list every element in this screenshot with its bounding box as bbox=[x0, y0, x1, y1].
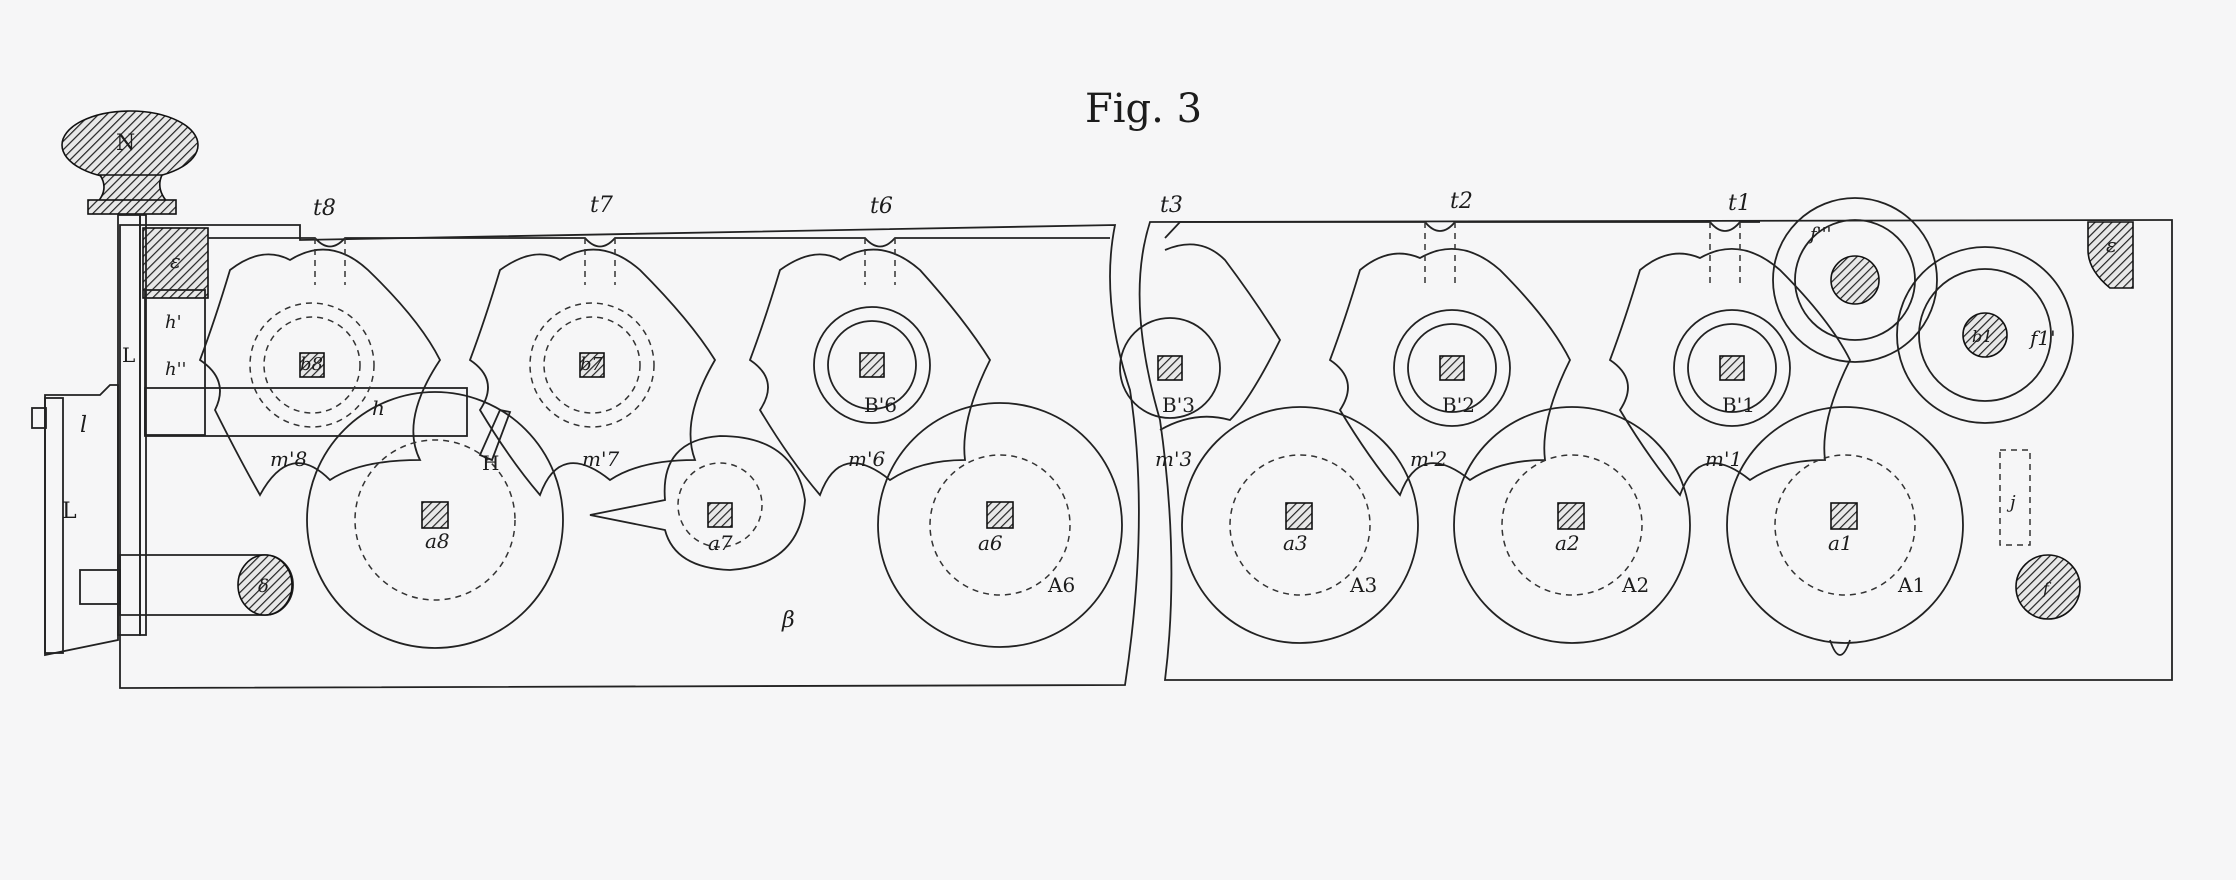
drum-segments-right bbox=[1159, 243, 1852, 497]
pin-f bbox=[2015, 554, 2081, 620]
top-rack-right bbox=[1164, 221, 1760, 239]
label-a3: a3 bbox=[1283, 531, 1308, 555]
knob-collar bbox=[87, 199, 177, 215]
slider-block bbox=[144, 289, 206, 436]
label-a8: a8 bbox=[425, 529, 450, 553]
label-h-prime: h' bbox=[165, 312, 182, 333]
dashed-connectors bbox=[314, 222, 1741, 285]
small-gear-b3 bbox=[1119, 317, 1221, 419]
label-t7: t7 bbox=[590, 193, 613, 218]
label-f1dp: f''' bbox=[1808, 224, 1832, 245]
label-j: j bbox=[2006, 492, 2016, 513]
label-e-left: ε bbox=[170, 249, 181, 273]
label-f1p: f1' bbox=[2028, 326, 2056, 350]
wheel-a8 bbox=[306, 391, 564, 649]
wheel-a2 bbox=[1453, 406, 1691, 644]
wheel-a6 bbox=[877, 402, 1123, 648]
label-B2: B'2 bbox=[1442, 393, 1475, 417]
label-b-small: b1 bbox=[1972, 327, 1992, 346]
roller-shaft bbox=[79, 569, 121, 605]
label-a6: a6 bbox=[978, 531, 1003, 555]
label-m1: m'1 bbox=[1705, 447, 1742, 471]
wheel-a3 bbox=[1181, 406, 1419, 644]
bracket-lower bbox=[44, 384, 119, 657]
label-delta-left: δ bbox=[258, 576, 269, 597]
pin-l bbox=[31, 407, 47, 429]
label-B1: B'1 bbox=[1722, 393, 1755, 417]
bracket-bar bbox=[44, 397, 64, 654]
label-a7: a7 bbox=[708, 531, 733, 555]
small-gear-b8 bbox=[249, 302, 375, 428]
label-beta: β bbox=[781, 608, 795, 633]
drum-segments-left bbox=[198, 248, 992, 497]
label-m2: m'2 bbox=[1410, 447, 1447, 471]
label-a1: a1 bbox=[1828, 531, 1853, 555]
label-a2: a2 bbox=[1555, 531, 1580, 555]
label-knob: N bbox=[116, 131, 135, 156]
label-t3: t3 bbox=[1160, 193, 1183, 218]
top-rack bbox=[208, 237, 1110, 248]
label-B6: B'6 bbox=[864, 393, 897, 417]
lever-rod bbox=[117, 214, 141, 636]
lever-rod-right bbox=[139, 214, 147, 636]
label-H: H bbox=[482, 451, 499, 475]
label-t6: t6 bbox=[870, 194, 893, 219]
label-m3: m'3 bbox=[1155, 447, 1192, 471]
label-h-dprime: h'' bbox=[165, 359, 187, 380]
label-A2: A2 bbox=[1621, 573, 1649, 597]
label-A3: A3 bbox=[1349, 573, 1377, 597]
label-h-bar: h bbox=[372, 396, 385, 420]
corner-block-right bbox=[2087, 221, 2134, 289]
wheel-a7 bbox=[589, 435, 806, 571]
gear-f-dprime bbox=[1772, 197, 1938, 363]
corner-block-left bbox=[142, 227, 209, 299]
figure-title: Fig. 3 bbox=[1085, 86, 1202, 132]
label-lever-lower: L bbox=[62, 499, 77, 524]
label-t2: t2 bbox=[1450, 189, 1473, 214]
label-lever-upper: L bbox=[122, 343, 135, 367]
lever-H bbox=[478, 408, 512, 462]
label-t8: t8 bbox=[313, 196, 336, 221]
label-m8: m'8 bbox=[270, 447, 307, 471]
label-m6: m'6 bbox=[848, 447, 885, 471]
label-m7: m'7 bbox=[582, 447, 619, 471]
label-b7: b7 bbox=[580, 354, 604, 375]
label-B3: B'3 bbox=[1162, 393, 1195, 417]
small-gear-b6 bbox=[813, 306, 931, 424]
label-A1: A1 bbox=[1897, 573, 1925, 597]
right-plate bbox=[1138, 219, 2173, 681]
dashed-box-j bbox=[1999, 449, 2031, 546]
label-e-right: ε bbox=[2106, 233, 2117, 257]
small-gear-b1 bbox=[1673, 309, 1791, 427]
label-b8: b8 bbox=[300, 354, 323, 375]
small-gear-b2 bbox=[1393, 309, 1511, 427]
roller-left-end bbox=[237, 554, 293, 616]
wheel-a1 bbox=[1726, 406, 1964, 656]
label-small-l: l bbox=[80, 413, 87, 438]
label-A6: A6 bbox=[1047, 573, 1075, 597]
gear-f1p bbox=[1896, 246, 2074, 424]
small-gear-b7 bbox=[529, 302, 655, 428]
label-f-dot: f bbox=[2042, 579, 2052, 598]
left-plate bbox=[119, 224, 1140, 689]
label-t1: t1 bbox=[1728, 191, 1751, 216]
